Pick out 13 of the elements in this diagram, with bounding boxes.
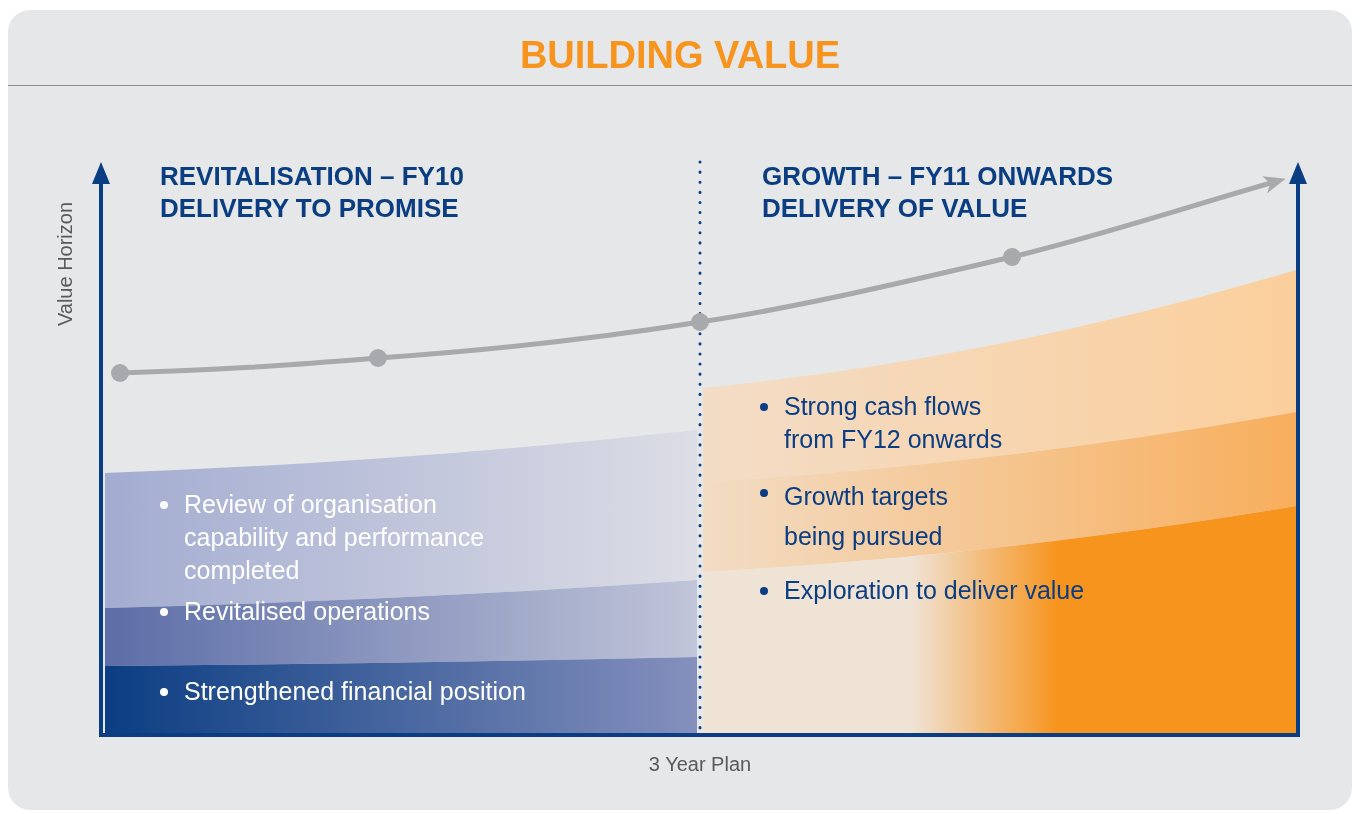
section-heading: DELIVERY OF VALUE <box>762 192 1028 224</box>
title: BUILDING VALUE <box>518 33 842 78</box>
band-text: Exploration to deliver value <box>784 575 1085 606</box>
band-text: Revitalised operations <box>184 596 430 627</box>
axis-label: Value Horizon <box>53 200 77 329</box>
band-text: Growth targets being pursued <box>784 481 949 552</box>
section-heading: REVITALISATION – FY10 <box>160 160 464 192</box>
section-heading: DELIVERY TO PROMISE <box>160 192 459 224</box>
band-text: Strong cash flows from FY12 onwards <box>784 391 1004 455</box>
band-text: Strengthened financial position <box>184 676 526 707</box>
band-text: Review of organisation capability and performance completed <box>184 489 486 586</box>
axis-label: 3 Year Plan <box>647 752 753 776</box>
section-heading: GROWTH – FY11 ONWARDS <box>762 160 1114 192</box>
